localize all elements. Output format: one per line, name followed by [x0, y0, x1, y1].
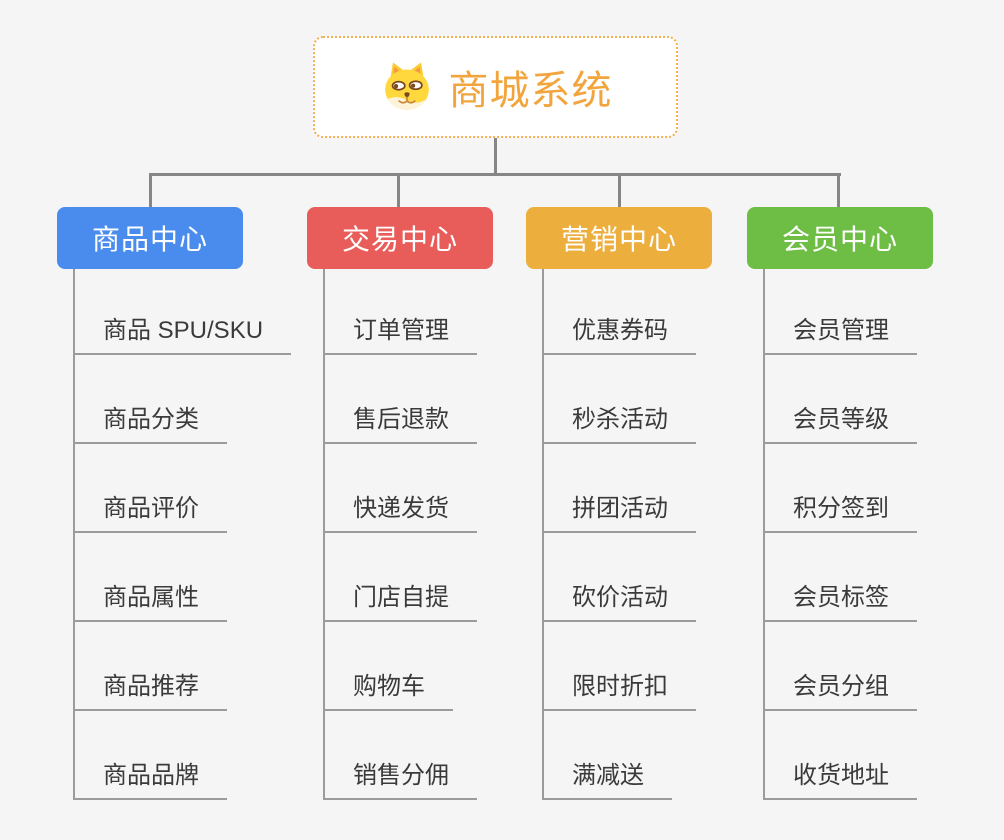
leaf-row: 销售分佣 — [325, 711, 493, 800]
leaf-item[interactable]: 会员等级 — [765, 399, 917, 444]
root-title: 商城系统 — [448, 69, 613, 113]
leaf-row: 购物车 — [325, 622, 493, 711]
branch-item-list: 商品 SPU/SKU 商品分类商品评价商品属性商品推荐商品品牌 — [73, 269, 292, 800]
connector-stub-branch-2 — [397, 173, 400, 209]
leaf-item[interactable]: 积分签到 — [765, 488, 917, 533]
leaf-row: 商品属性 — [75, 533, 291, 622]
leaf-item[interactable]: 会员管理 — [765, 310, 917, 355]
connector-stub-branch-1 — [149, 173, 152, 209]
leaf-item[interactable]: 会员标签 — [765, 577, 917, 622]
leaf-item[interactable]: 满减送 — [544, 755, 672, 800]
branch-label: 会员中心 — [781, 224, 898, 255]
leaf-item[interactable]: 订单管理 — [325, 310, 477, 355]
leaf-row: 门店自提 — [325, 533, 493, 622]
leaf-item[interactable]: 快递发货 — [325, 488, 477, 533]
leaf-item[interactable]: 商品评价 — [75, 488, 227, 533]
leaf-item[interactable]: 商品属性 — [75, 577, 227, 622]
branch-label: 营销中心 — [560, 224, 677, 255]
branch-item-list: 优惠券码秒杀活动拼团活动砍价活动限时折扣满减送 — [542, 269, 712, 800]
connector-root-vertical — [494, 138, 497, 176]
leaf-row: 订单管理 — [325, 269, 493, 355]
branch-label: 交易中心 — [341, 224, 458, 255]
leaf-item[interactable]: 秒杀活动 — [544, 399, 696, 444]
leaf-row: 快递发货 — [325, 444, 493, 533]
leaf-row: 会员等级 — [765, 355, 933, 444]
branch-header-3[interactable]: 营销中心 — [526, 207, 712, 269]
leaf-item[interactable]: 限时折扣 — [544, 666, 696, 711]
branch-column-1: 商品中心商品 SPU/SKU 商品分类商品评价商品属性商品推荐商品品牌 — [57, 207, 292, 800]
leaf-item[interactable]: 优惠券码 — [544, 310, 696, 355]
leaf-item[interactable]: 商品 SPU/SKU — [75, 310, 292, 355]
leaf-row: 售后退款 — [325, 355, 493, 444]
connector-stub-branch-4 — [837, 173, 840, 209]
leaf-item[interactable]: 商品品牌 — [75, 755, 227, 800]
leaf-row: 优惠券码 — [544, 269, 712, 355]
leaf-row: 商品分类 — [75, 355, 291, 444]
leaf-row: 限时折扣 — [544, 622, 712, 711]
branch-header-2[interactable]: 交易中心 — [307, 207, 493, 269]
leaf-item[interactable]: 商品分类 — [75, 399, 227, 444]
leaf-row: 商品 SPU/SKU — [75, 269, 292, 355]
leaf-row: 拼团活动 — [544, 444, 712, 533]
branch-header-4[interactable]: 会员中心 — [747, 207, 933, 269]
leaf-row: 收货地址 — [765, 711, 933, 800]
leaf-row: 砍价活动 — [544, 533, 712, 622]
leaf-item[interactable]: 商品推荐 — [75, 666, 227, 711]
leaf-row: 会员管理 — [765, 269, 933, 355]
branch-column-2: 交易中心订单管理售后退款快递发货门店自提购物车销售分佣 — [307, 207, 493, 800]
leaf-row: 商品推荐 — [75, 622, 291, 711]
leaf-row: 满减送 — [544, 711, 712, 800]
connector-stub-branch-3 — [618, 173, 621, 209]
connector-horizontal — [149, 173, 841, 176]
leaf-row: 商品评价 — [75, 444, 291, 533]
leaf-item[interactable]: 会员分组 — [765, 666, 917, 711]
leaf-item[interactable]: 购物车 — [325, 666, 453, 711]
leaf-item[interactable]: 门店自提 — [325, 577, 477, 622]
root-node[interactable]: 商城系统 — [313, 36, 678, 138]
branch-header-1[interactable]: 商品中心 — [57, 207, 243, 269]
dog-face-icon — [384, 62, 429, 110]
leaf-item[interactable]: 售后退款 — [325, 399, 477, 444]
leaf-item[interactable]: 收货地址 — [765, 755, 917, 800]
branch-column-3: 营销中心优惠券码秒杀活动拼团活动砍价活动限时折扣满减送 — [526, 207, 712, 800]
branch-item-list: 会员管理会员等级积分签到会员标签会员分组收货地址 — [763, 269, 933, 800]
leaf-row: 积分签到 — [765, 444, 933, 533]
leaf-row: 秒杀活动 — [544, 355, 712, 444]
leaf-item[interactable]: 拼团活动 — [544, 488, 696, 533]
leaf-row: 会员标签 — [765, 533, 933, 622]
leaf-row: 商品品牌 — [75, 711, 291, 800]
leaf-item[interactable]: 砍价活动 — [544, 577, 696, 622]
branch-column-4: 会员中心会员管理会员等级积分签到会员标签会员分组收货地址 — [747, 207, 933, 800]
leaf-row: 会员分组 — [765, 622, 933, 711]
branch-label: 商品中心 — [91, 224, 208, 255]
leaf-item[interactable]: 销售分佣 — [325, 755, 477, 800]
branch-item-list: 订单管理售后退款快递发货门店自提购物车销售分佣 — [323, 269, 493, 800]
